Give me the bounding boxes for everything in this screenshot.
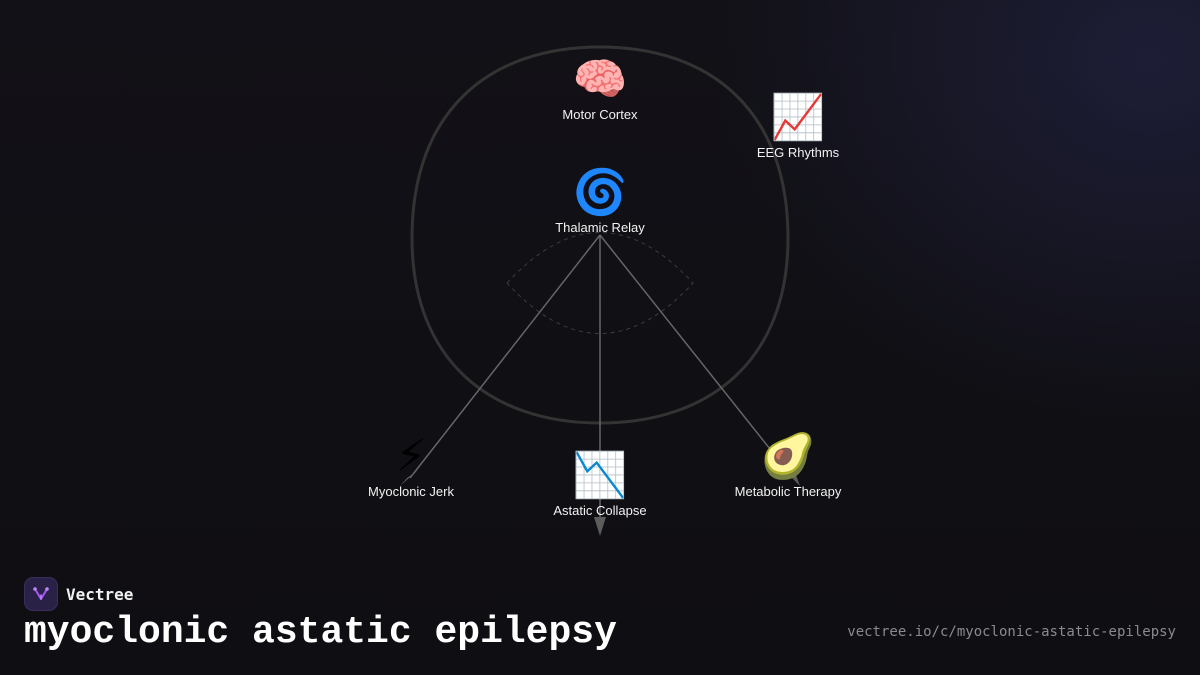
node-label: Thalamic Relay	[555, 220, 645, 235]
node-label: Motor Cortex	[562, 107, 638, 122]
page-url[interactable]: vectree.io/c/myoclonic-astatic-epilepsy	[847, 624, 1176, 640]
lightning-icon: ⚡	[395, 431, 427, 482]
vectree-logo-icon	[24, 577, 58, 611]
edge-thalamic-to-metabolic	[599, 234, 794, 479]
edge-thalamic-to-myoclonic	[409, 234, 601, 479]
arrowhead-astatic	[594, 517, 606, 536]
node-label: Metabolic Therapy	[734, 484, 842, 499]
cyclone-icon: 🌀	[572, 167, 628, 218]
node-metabolic-therapy: 🥑 Metabolic Therapy	[708, 432, 868, 500]
brain-icon: 🧠	[572, 54, 628, 105]
node-thalamic-relay: 🌀 Thalamic Relay	[520, 168, 680, 236]
node-astatic-collapse: 📉 Astatic Collapse	[520, 451, 680, 519]
arrowhead-metabolic	[788, 472, 800, 486]
node-myoclonic-jerk: ⚡ Myoclonic Jerk	[331, 432, 491, 500]
arrowhead-myoclonic	[400, 471, 417, 486]
node-label: Myoclonic Jerk	[368, 484, 454, 499]
brand[interactable]: Vectree	[24, 577, 133, 611]
thalamus-dashed-arc	[506, 232, 694, 334]
node-label: Astatic Collapse	[553, 503, 647, 518]
node-motor-cortex: 🧠 Motor Cortex	[520, 55, 680, 123]
chart-decreasing-icon: 📉	[572, 450, 628, 501]
node-eeg-rhythms: 📈 EEG Rhythms	[718, 93, 878, 161]
node-label: EEG Rhythms	[756, 145, 840, 160]
chart-increasing-icon: 📈	[770, 92, 826, 143]
brand-name: Vectree	[66, 584, 134, 604]
page-title: myoclonic astatic epilepsy	[24, 611, 617, 654]
avocado-icon: 🥑	[760, 431, 816, 482]
